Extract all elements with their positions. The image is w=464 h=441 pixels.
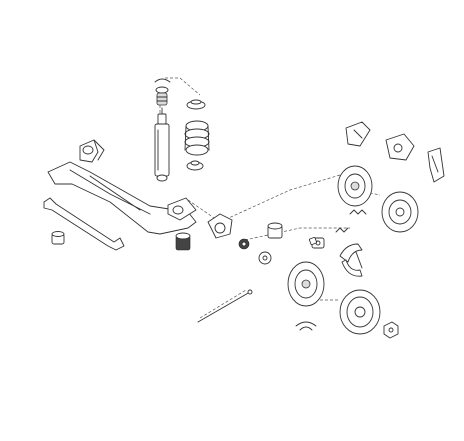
- shock-absorber: [154, 107, 170, 182]
- axle-side-bracket: [79, 139, 105, 163]
- drum-backing-plate: [287, 261, 325, 307]
- brake-pads: [427, 147, 445, 183]
- dust-cap: [258, 222, 283, 265]
- coil-boot-bellows: [184, 120, 210, 156]
- caliper: [385, 133, 415, 161]
- rear-axle-beam: [47, 161, 197, 235]
- bump-stop: [156, 92, 168, 106]
- spring-seat-upper: [186, 99, 206, 110]
- retaining-clip: [295, 321, 317, 331]
- trailing-arm-mount: [167, 197, 197, 221]
- stub-axle-left: [207, 213, 233, 239]
- panhard-rod: [43, 197, 125, 251]
- spring-seat-lower: [186, 160, 204, 171]
- hub-bearing: [238, 238, 250, 250]
- handbrake-cable: [197, 289, 253, 323]
- brake-shoes: [339, 243, 363, 277]
- brake-backing-plate: [337, 165, 373, 207]
- wheel-nut: [383, 321, 399, 339]
- brake-drum: [339, 289, 381, 335]
- brake-disc: [381, 191, 419, 233]
- beam-bush: [175, 232, 191, 251]
- top-mount-cap: [154, 78, 171, 94]
- bolt-set: [308, 236, 318, 246]
- caliper-bracket: [345, 121, 371, 147]
- panhard-bush: [51, 231, 65, 245]
- adjuster-spring: [335, 209, 367, 233]
